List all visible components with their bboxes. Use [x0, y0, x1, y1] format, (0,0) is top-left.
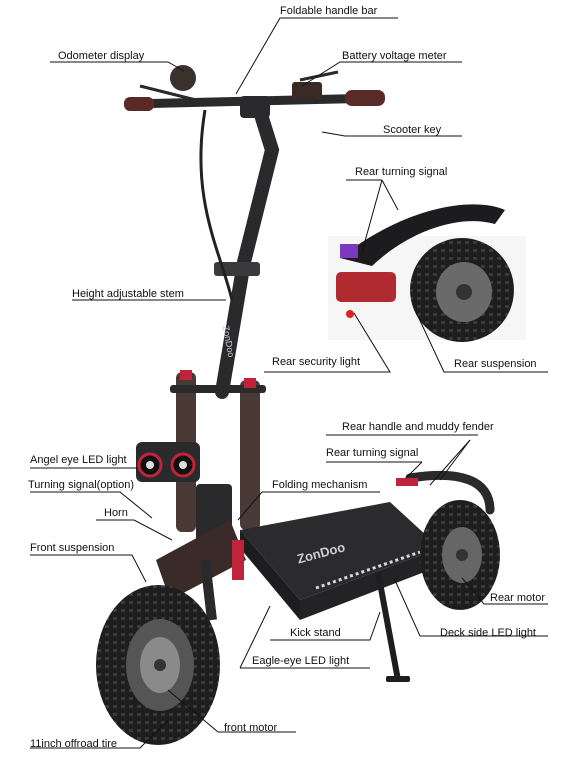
label-offroad-tire: 11inch offroad tire [30, 738, 118, 750]
label-height-adjustable-stem: Height adjustable stem [72, 288, 184, 300]
front-fork [156, 370, 266, 621]
label-folding-mechanism: Folding mechanism [272, 479, 368, 491]
label-odometer-display: Odometer display [58, 50, 145, 62]
headlights [136, 442, 200, 482]
label-rear-security-light: Rear security light [272, 356, 361, 368]
label-eagle-eye-led-light: Eagle-eye LED light [252, 655, 350, 667]
label-kick-stand: Kick stand [290, 627, 341, 639]
label-turning-signal-option: Turning signal(option) [28, 479, 134, 491]
label-rear-motor: Rear motor [490, 592, 546, 604]
label-rear-turning-signal: Rear turning signal [326, 447, 419, 459]
label-angel-eye-led-light: Angel eye LED light [30, 454, 127, 466]
label-rear-turning-signal-inset: Rear turning signal [355, 166, 448, 178]
handlebar [124, 65, 385, 118]
label-rear-handle-muddy-fender: Rear handle and muddy fender [342, 421, 494, 433]
label-scooter-key: Scooter key [383, 124, 442, 136]
deck: ZonDoo [232, 502, 487, 620]
rear-inset [328, 204, 526, 342]
rear-wheel [396, 470, 500, 610]
label-front-motor: front motor [224, 722, 278, 734]
label-horn: Horn [104, 507, 128, 519]
label-rear-suspension: Rear suspension [454, 358, 537, 370]
label-battery-voltage-meter: Battery voltage meter [342, 50, 447, 62]
stem [199, 109, 280, 399]
front-wheel [96, 585, 220, 745]
kick-stand [375, 571, 401, 681]
label-deck-side-led-light: Deck side LED light [440, 627, 536, 639]
label-front-suspension: Front suspension [30, 542, 115, 554]
label-foldable-handle-bar: Foldable handle bar [280, 5, 378, 17]
